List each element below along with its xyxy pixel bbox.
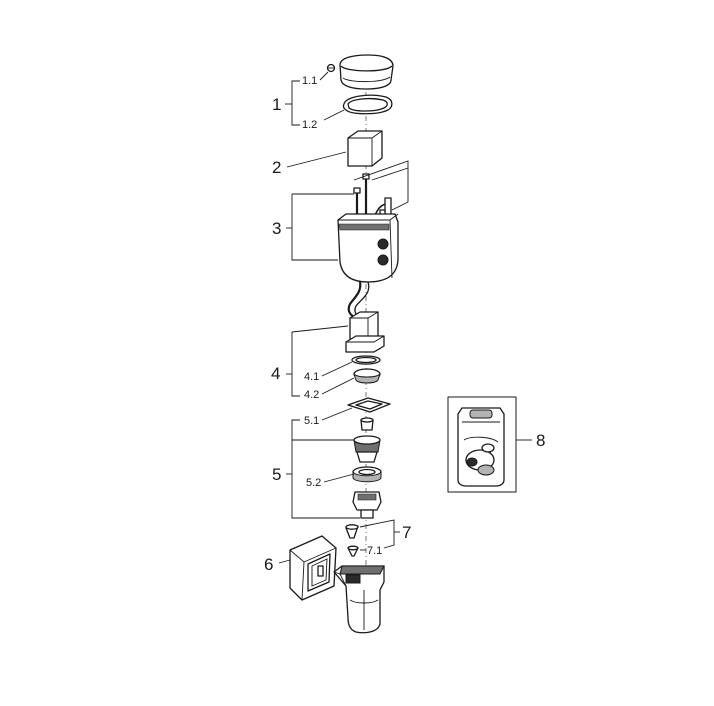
part-5-lower-body	[352, 491, 382, 519]
callout-7-1: 7.1	[367, 545, 382, 557]
sensor-window-top	[377, 238, 389, 250]
part-2-battery	[347, 130, 383, 167]
part-4-1-o-ring	[351, 355, 381, 365]
part-1-2-gasket	[342, 94, 393, 115]
part-8-service-kit	[447, 396, 517, 493]
part-3-electronic-housing	[337, 173, 399, 283]
part-6-cover-plate	[289, 535, 337, 601]
callout-1-2: 1.2	[302, 119, 317, 131]
callout-5-1: 5.1	[304, 415, 319, 427]
callout-4-1: 4.1	[304, 371, 319, 383]
callout-labels: 1 1.1 1.2 2 3 4 4.1 4.2 5 5.1 5.2 6 7 7.…	[264, 75, 545, 574]
callout-8: 8	[536, 431, 545, 450]
part-5-valve-body-group	[347, 397, 391, 519]
part-5-2-ring	[352, 466, 382, 483]
part-1-1-cover-cap	[339, 54, 394, 90]
flush-valve-body	[333, 565, 385, 634]
leader-lines	[278, 71, 532, 564]
callout-5-2: 5.2	[306, 477, 321, 489]
part-1-cover-assembly	[326, 54, 394, 115]
part-4-solenoid-valve	[345, 311, 385, 384]
part-5-nut-fitting	[353, 435, 381, 463]
part-7-flow-restrictor	[345, 524, 359, 557]
callout-6: 6	[264, 555, 273, 574]
part-7-1-insert	[347, 545, 359, 557]
part-5-1-square-gasket	[347, 397, 391, 413]
part-1-1-screw	[326, 63, 336, 73]
callout-7: 7	[402, 523, 411, 542]
part-5-1-small-piece	[360, 417, 374, 431]
part-4-2-filter-screen	[353, 368, 381, 384]
callout-2: 2	[272, 158, 281, 177]
callout-1-1: 1.1	[302, 75, 317, 87]
sensor-window-bottom	[377, 254, 389, 266]
callout-4-2: 4.2	[304, 389, 319, 401]
callout-3: 3	[272, 219, 281, 238]
callout-4: 4	[271, 364, 280, 383]
callout-1: 1	[272, 95, 281, 114]
callout-5: 5	[272, 465, 281, 484]
